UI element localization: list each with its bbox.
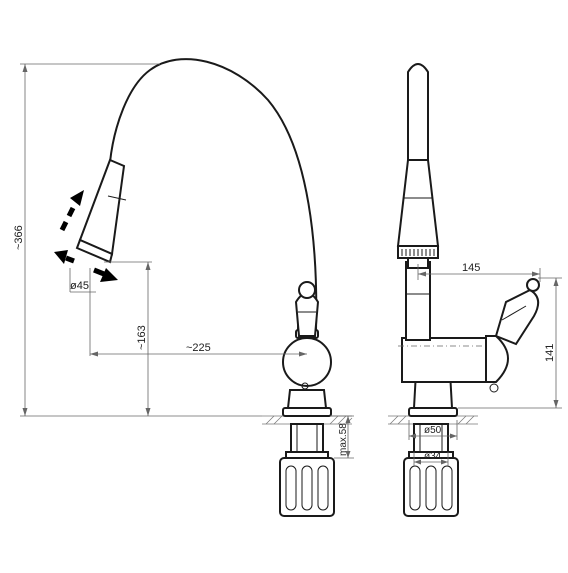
side-lever-handle [494,278,540,346]
side-countertop [388,415,478,425]
front-dimension-lines [20,63,354,459]
side-spout [396,63,440,269]
front-body [282,329,332,390]
deck-thickness-label: max.58 [338,423,349,456]
head-diameter-label: ø45 [70,280,89,292]
side-mounting-shank [403,423,459,517]
front-lever-handle [294,281,320,337]
side-dimension-lines [408,264,562,466]
front-base [282,389,332,417]
spout-reach-label: ~225 [186,342,211,354]
front-flexible-spout [109,58,318,331]
front-view: ~366 ~163 ~225 ø45 max.58 [13,58,354,517]
side-body [401,261,509,393]
front-spray-head [75,158,127,264]
spout-height-label: ~163 [136,325,148,350]
front-countertop [262,415,353,425]
side-view: 145 141 ø50 ø34 [388,63,562,517]
arrow-up-icon [70,190,84,206]
spray-direction-arrows [54,190,118,282]
arrow-right-icon [100,268,118,282]
hole-diameter-label: ø34 [424,451,442,462]
front-mounting-shank [285,423,329,459]
side-height-label: 141 [544,344,556,362]
front-fixing-nut [279,457,335,517]
overall-height-label: ~366 [13,225,25,250]
arrow-left-icon [54,250,68,264]
base-diameter-label: ø50 [424,425,442,436]
side-depth-label: 145 [462,262,480,274]
